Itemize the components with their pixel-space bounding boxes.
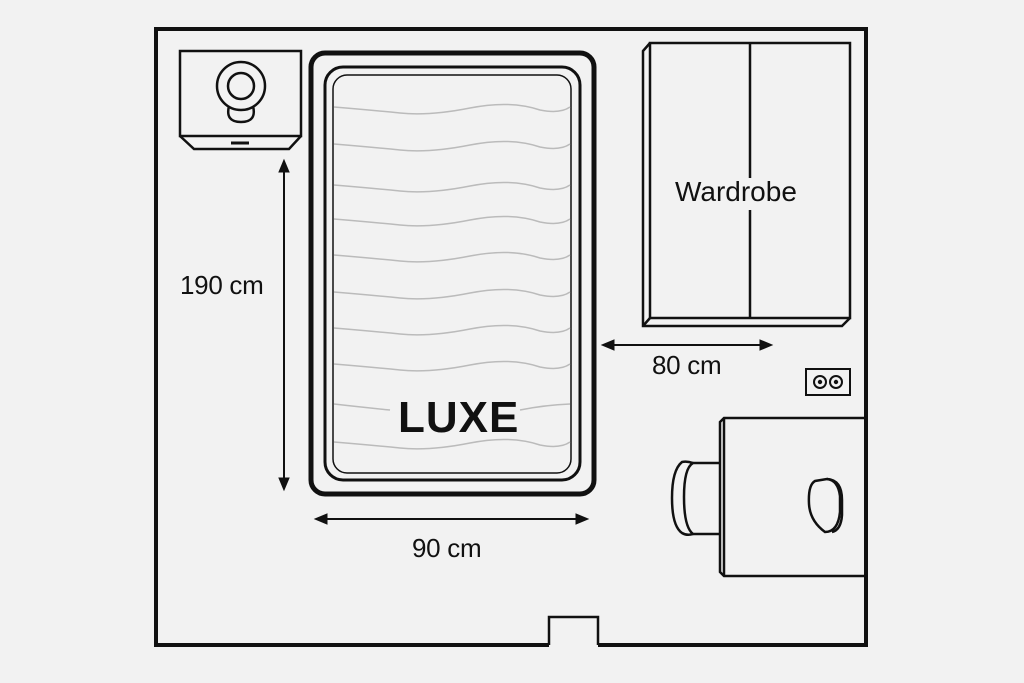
desk [718,416,866,578]
bed-length-label: 190 cm [180,270,264,300]
nightstand [178,49,303,151]
width-dimension-arrow [313,513,590,525]
power-outlet-icon [805,368,851,396]
door [547,615,600,645]
wardrobe-label: Wardrobe [675,176,797,207]
wardrobe-dimension-arrow [600,339,774,351]
mattress-pattern [333,103,571,450]
desk-chair [670,460,720,537]
length-dimension-arrow [278,158,290,492]
wardrobe [641,41,852,328]
bed-width-label: 90 cm [412,533,482,563]
wardrobe-width-label: 80 cm [652,350,722,380]
bed-brand-label: LUXE [398,393,520,442]
bed [308,50,597,497]
room-walls [154,27,868,647]
lamp-icon [215,60,267,124]
